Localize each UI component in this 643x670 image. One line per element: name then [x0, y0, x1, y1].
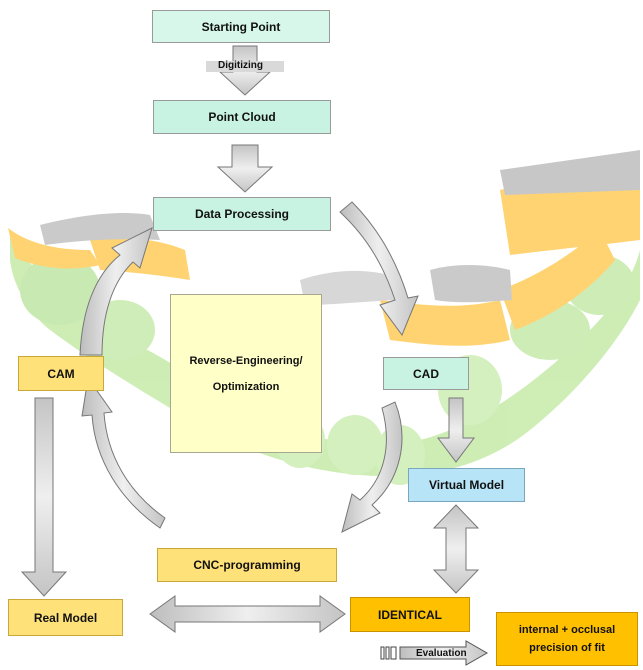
starting-point-box: Starting Point: [152, 10, 330, 43]
arrow-data-processing-to-cad: [339, 201, 419, 337]
virtual-model-label: Virtual Model: [428, 478, 505, 492]
identical-label: IDENTICAL: [378, 607, 442, 622]
starting-point-label: Starting Point: [201, 19, 281, 34]
reverse-engineering-box: Reverse-Engineering/ Optimization: [170, 294, 322, 453]
arrow-cam-to-data-processing: [79, 227, 153, 356]
cnc-programming-box: CNC-programming: [157, 548, 337, 582]
point-cloud-label: Point Cloud: [208, 110, 276, 124]
arrow-point-cloud-to-data-processing: [216, 144, 274, 193]
real-model-label: Real Model: [33, 610, 98, 625]
arrow-cad-to-cnc: [341, 401, 403, 533]
arrow-digitizing: [206, 45, 284, 96]
arrow-real-model-identical: [149, 595, 346, 633]
cad-box: CAD: [383, 357, 469, 390]
cam-box: CAM: [18, 356, 104, 391]
precision-line2: precision of fit: [529, 642, 605, 654]
cad-label: CAD: [413, 366, 439, 381]
cam-label: CAM: [47, 366, 75, 381]
reverse-engineering-line1: Reverse-Engineering/: [189, 354, 303, 367]
reverse-engineering-line2: Optimization: [212, 380, 280, 393]
cnc-programming-label: CNC-programming: [193, 558, 301, 572]
data-processing-box: Data Processing: [153, 197, 331, 231]
arrow-virtual-model-identical: [432, 504, 480, 594]
digitizing-label: Digitizing: [218, 60, 263, 71]
evaluation-label: Evaluation: [416, 648, 467, 659]
real-model-box: Real Model: [8, 599, 123, 636]
precision-line1: internal + occlusal: [518, 624, 616, 636]
point-cloud-box: Point Cloud: [153, 100, 331, 134]
arrow-cnc-to-cam: [81, 376, 166, 529]
arrow-evaluation: [380, 640, 489, 666]
data-processing-label: Data Processing: [194, 207, 290, 221]
arrow-cad-to-virtual-model: [437, 397, 475, 463]
arrow-cam-to-real-model: [20, 397, 68, 597]
virtual-model-box: Virtual Model: [408, 468, 525, 502]
precision-of-fit-box: internal + occlusal precision of fit: [496, 612, 638, 666]
identical-box: IDENTICAL: [350, 597, 470, 632]
